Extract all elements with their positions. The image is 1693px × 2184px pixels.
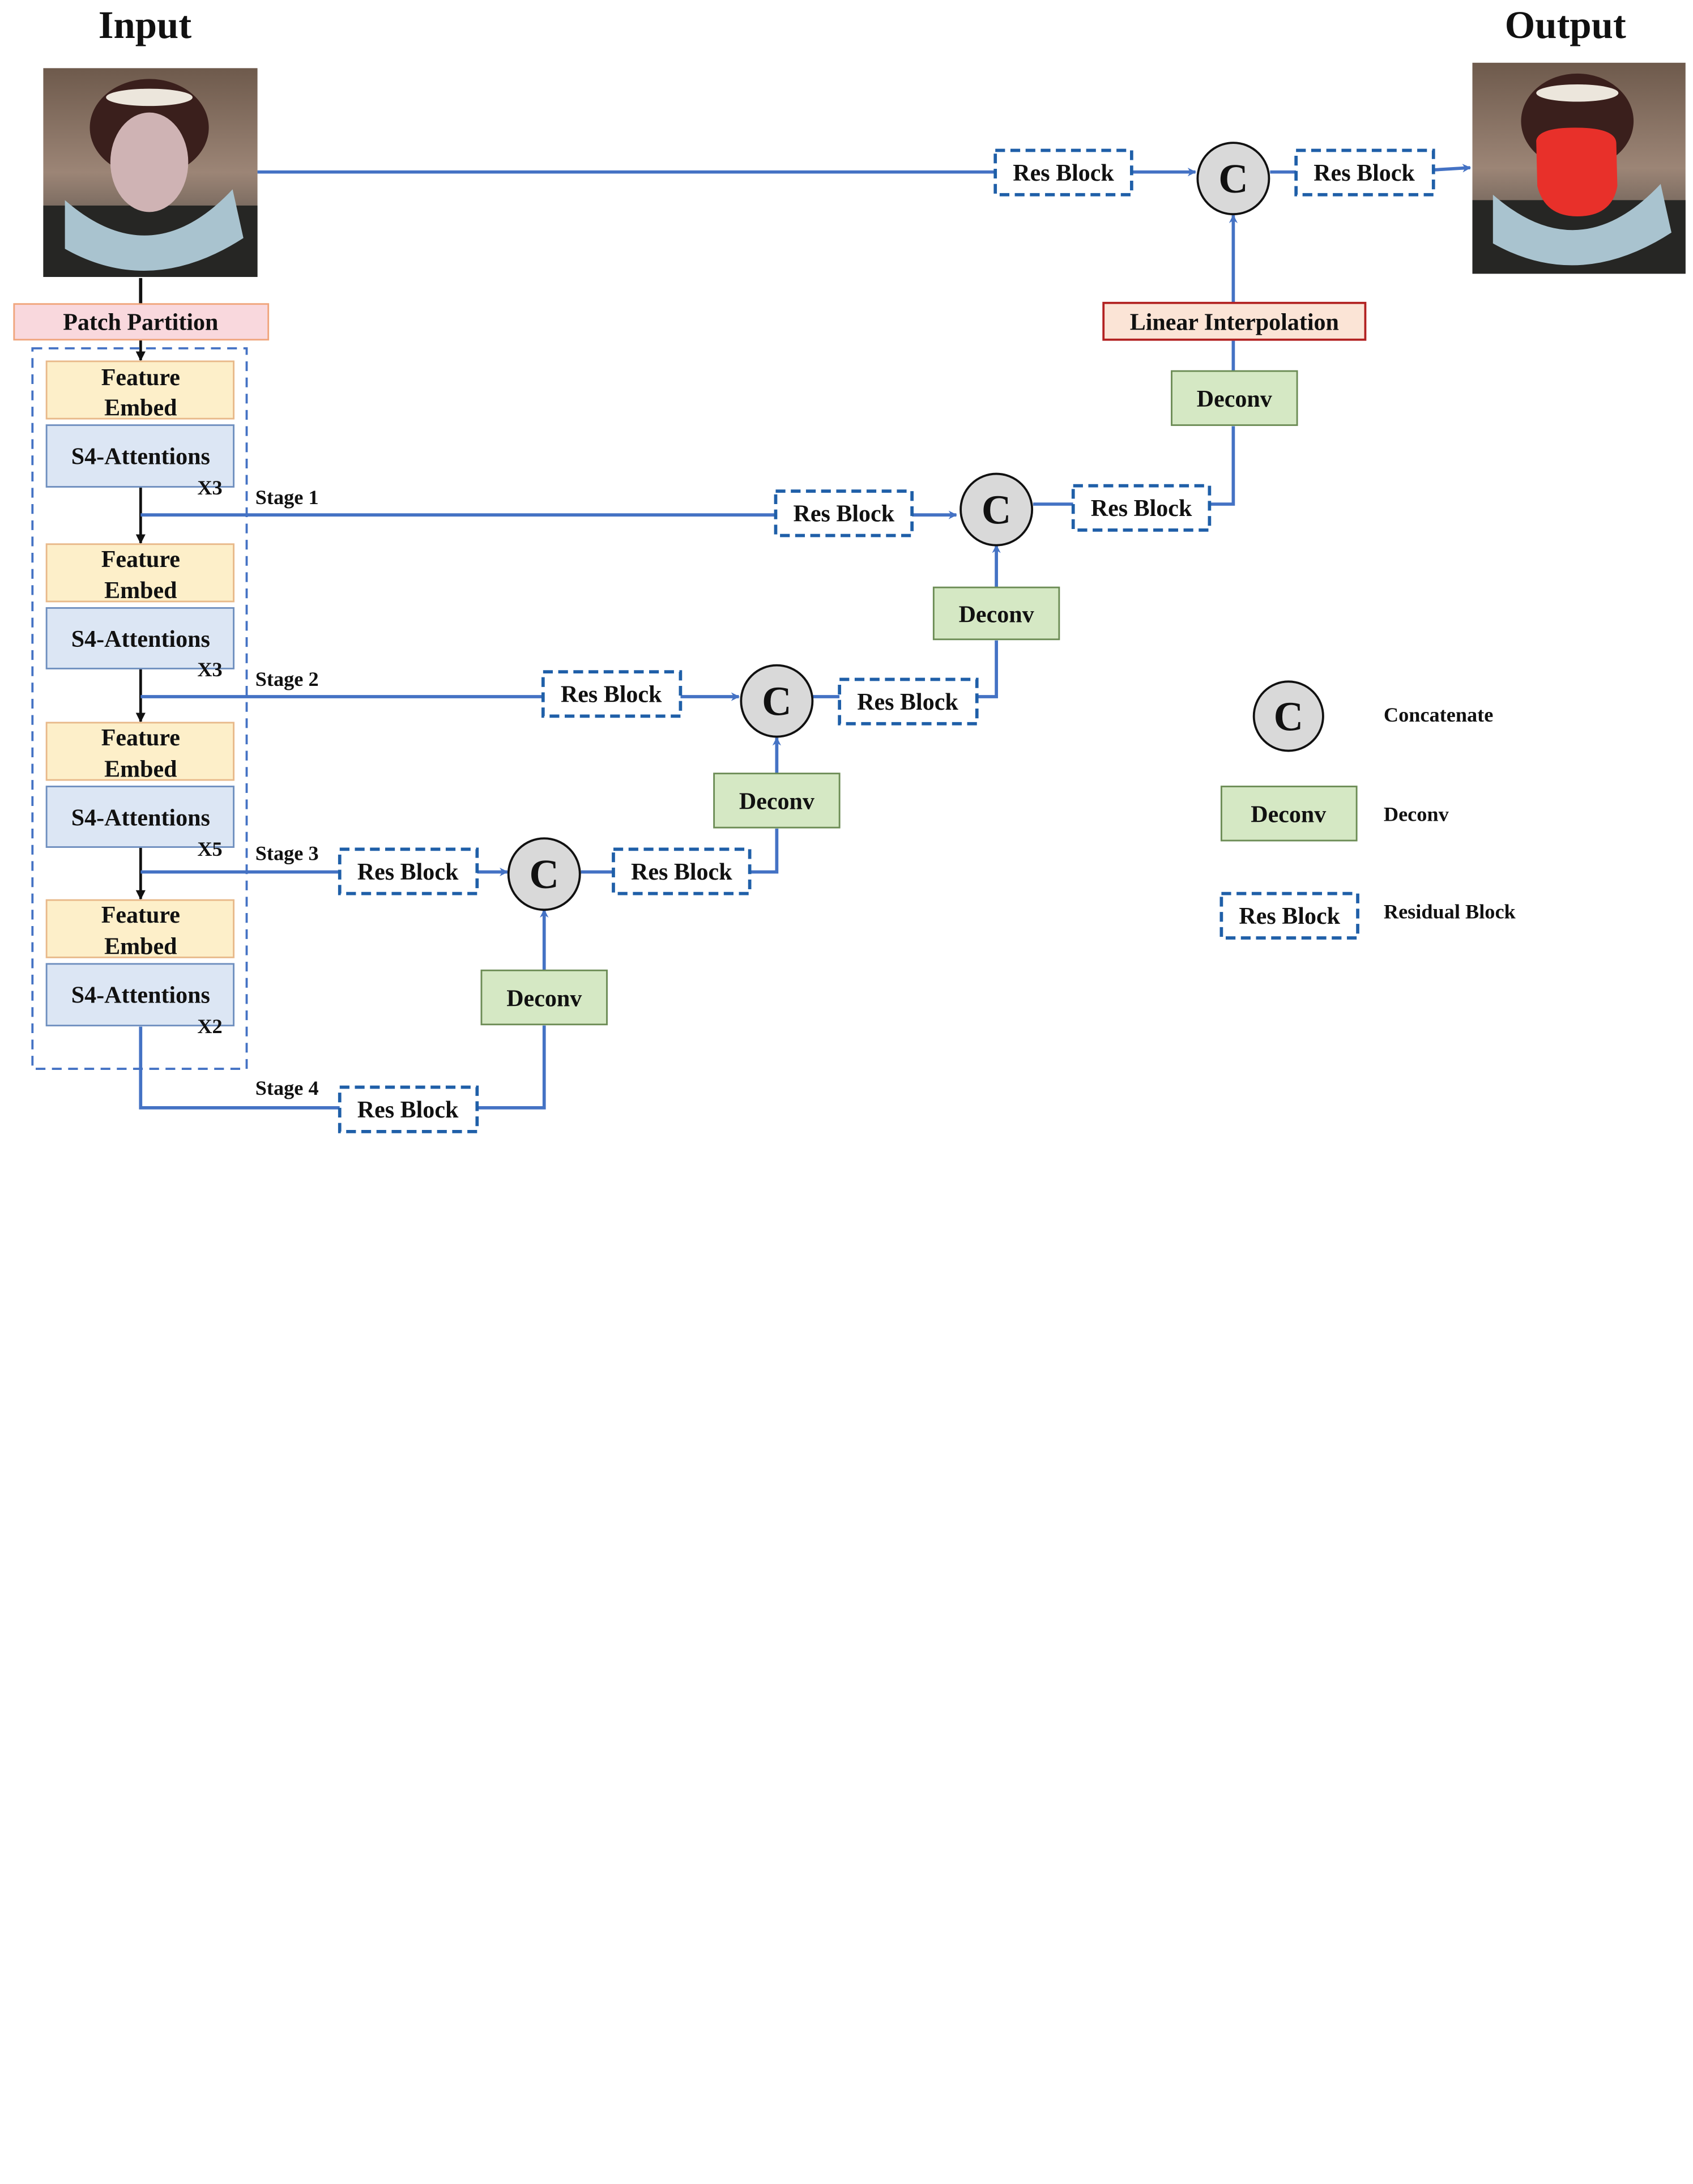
s4-attention-box xyxy=(45,424,234,488)
res-block: Res Block xyxy=(338,847,479,895)
res-block: Res Block xyxy=(541,670,683,718)
s4-attention-box xyxy=(45,607,234,669)
res-block: Res Block xyxy=(612,847,752,895)
s4-attention-label: S4-Attentions xyxy=(71,443,210,470)
output-title: Output xyxy=(1505,3,1626,46)
connection-lines xyxy=(139,164,1472,1110)
concat-node: C xyxy=(507,837,581,911)
legend-concat-symbol xyxy=(1252,680,1324,752)
repeat-count: X3 xyxy=(197,476,222,499)
stage-label: Stage 3 xyxy=(255,842,319,864)
res-block-label: Res Block xyxy=(1314,160,1415,186)
legend-deconv-label: Deconv xyxy=(1251,802,1327,828)
legend-res-block-desc: Residual Block xyxy=(1384,901,1516,923)
res-block-label: Res Block xyxy=(794,501,895,527)
res-block-label: Res Block xyxy=(857,689,958,715)
s4-attention-box xyxy=(45,786,234,848)
feature-embed-label: Feature xyxy=(101,365,180,391)
legend: C Concatenate Deconv Deconv Res Block Re… xyxy=(1219,680,1516,940)
legend-res-block-label: Res Block xyxy=(1239,903,1340,929)
stage-label: Stage 4 xyxy=(255,1077,319,1099)
feature-embed-label: Feature xyxy=(101,725,180,751)
feature-embed-box xyxy=(45,722,234,781)
concat-label: C xyxy=(1218,156,1248,202)
res-block-label: Res Block xyxy=(1091,496,1192,522)
network-diagram: Input Output Patch Partition Feature Emb… xyxy=(13,3,1686,1133)
feature-embed-box xyxy=(45,360,234,420)
feature-embed-box xyxy=(45,899,234,958)
repeat-count: X5 xyxy=(197,838,222,860)
linear-interpolation-label: Linear Interpolation xyxy=(1130,310,1339,336)
patch-partition-label: Patch Partition xyxy=(63,310,218,336)
repeat-count: X2 xyxy=(197,1015,222,1038)
res-block-label: Res Block xyxy=(631,859,732,885)
concat-node: C xyxy=(959,472,1034,547)
concat-label: C xyxy=(530,851,559,897)
res-block-label: Res Block xyxy=(1013,160,1114,186)
res-block-label: Res Block xyxy=(357,859,459,885)
legend-concat-label: C xyxy=(1274,693,1303,739)
feature-embed-label: Embed xyxy=(104,934,177,960)
concat-label: C xyxy=(762,679,791,724)
res-block-label: Res Block xyxy=(357,1097,459,1123)
deconv-box: Deconv xyxy=(932,586,1060,641)
concat-label: C xyxy=(982,487,1011,532)
linear-interpolation-box: Linear Interpolation xyxy=(1102,301,1367,341)
legend-res-block-symbol xyxy=(1219,891,1359,940)
res-block: Res Block xyxy=(1294,148,1435,197)
concat-node: C xyxy=(740,664,814,738)
stage-label: Stage 1 xyxy=(255,486,319,509)
feature-embed-label: Embed xyxy=(104,756,177,782)
res-block: Res Block xyxy=(838,677,979,726)
deconv-box: Deconv xyxy=(713,773,841,829)
repeat-count: X3 xyxy=(197,658,222,681)
s4-attention-box xyxy=(45,963,234,1027)
deconv-label: Deconv xyxy=(1197,386,1273,412)
input-image xyxy=(43,68,258,277)
res-block: Res Block xyxy=(1071,484,1212,532)
res-block: Res Block xyxy=(993,148,1133,197)
deconv-box: Deconv xyxy=(480,969,608,1026)
res-block: Res Block xyxy=(774,489,914,538)
feature-embed-label: Feature xyxy=(101,547,180,573)
patch-partition-box xyxy=(13,303,270,341)
deconv-label: Deconv xyxy=(739,789,815,815)
s4-attention-label: S4-Attentions xyxy=(71,983,210,1009)
feature-embed-box xyxy=(45,543,234,603)
input-title: Input xyxy=(99,3,191,46)
feature-embed-label: Embed xyxy=(104,395,177,421)
deconv-box: Deconv xyxy=(1171,370,1298,426)
feature-embed-label: Embed xyxy=(104,578,177,604)
concat-node: C xyxy=(1196,142,1270,216)
s4-attention-label: S4-Attentions xyxy=(71,805,210,831)
stage-label: Stage 2 xyxy=(255,668,319,690)
legend-deconv-desc: Deconv xyxy=(1384,803,1449,826)
s4-attention-label: S4-Attentions xyxy=(71,626,210,652)
legend-deconv-symbol xyxy=(1220,786,1358,842)
feature-embed-label: Feature xyxy=(101,902,180,928)
res-block: Res Block xyxy=(338,1085,479,1133)
tongue-mask xyxy=(1536,127,1618,216)
deconv-label: Deconv xyxy=(506,986,582,1012)
output-image xyxy=(1472,62,1686,274)
deconv-label: Deconv xyxy=(959,602,1035,628)
res-block-label: Res Block xyxy=(561,682,662,708)
legend-concat-desc: Concatenate xyxy=(1384,703,1493,726)
